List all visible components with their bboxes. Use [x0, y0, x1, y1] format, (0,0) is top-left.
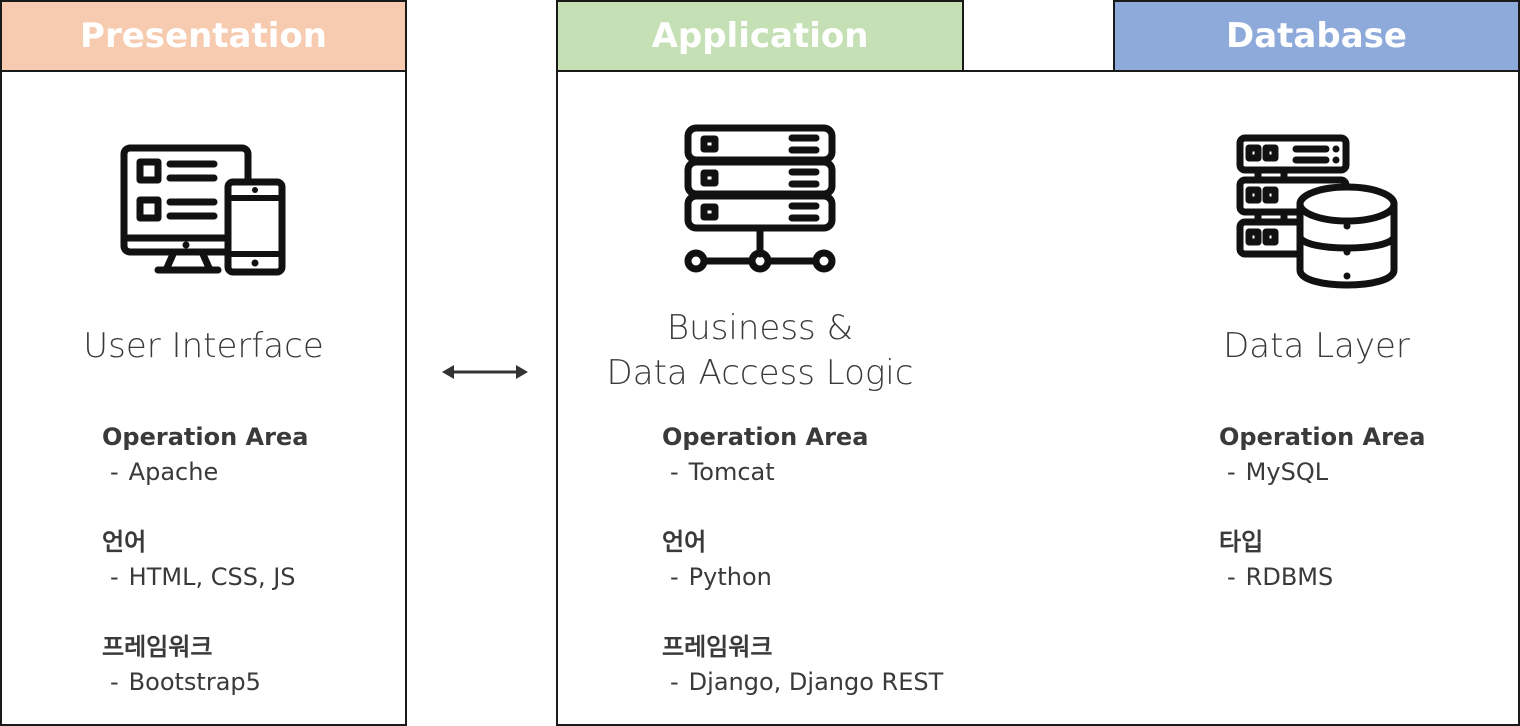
- application-details: 프레임워크 -Django, Django REST: [662, 630, 943, 700]
- presentation-title: User Interface: [83, 326, 324, 366]
- section-label: 언어: [662, 528, 707, 556]
- presentation-header: Presentation: [0, 0, 407, 72]
- presentation-header-label: Presentation: [80, 16, 327, 56]
- double-arrow-icon: [442, 365, 528, 379]
- database-details: Operation Area -MySQL: [1219, 420, 1425, 490]
- application-details: Operation Area -Tomcat: [662, 420, 868, 490]
- section-label: Operation Area: [102, 423, 309, 451]
- section-value: -HTML, CSS, JS: [110, 563, 296, 591]
- section-value: -Django, Django REST: [670, 668, 944, 696]
- section-value: -Bootstrap5: [110, 668, 261, 696]
- section-value: -Apache: [110, 458, 219, 486]
- database-details: 타입 -RDBMS: [1219, 525, 1333, 595]
- section-label: Operation Area: [1219, 423, 1426, 451]
- section-value: -MySQL: [1227, 458, 1329, 486]
- server-database-icon: [1236, 134, 1398, 289]
- section-label: 언어: [102, 528, 147, 556]
- section-value: -Tomcat: [670, 458, 775, 486]
- section-value: -Python: [670, 563, 772, 591]
- section-label: 프레임워크: [662, 633, 773, 661]
- database-header: Database: [1113, 0, 1520, 72]
- application-title-line2: Data Access Logic: [606, 353, 914, 393]
- section-label: 타입: [1219, 528, 1264, 556]
- database-title: Data Layer: [1223, 326, 1410, 366]
- application-header-label: Application: [651, 16, 869, 56]
- application-header: Application: [556, 0, 964, 72]
- application-title: Business & Data Access Logic: [556, 306, 964, 396]
- application-title-line1: Business &: [666, 308, 854, 348]
- database-header-label: Database: [1226, 16, 1407, 56]
- presentation-details: 프레임워크 -Bootstrap5: [102, 630, 261, 700]
- monitor-mobile-icon: [120, 144, 286, 276]
- section-value: -RDBMS: [1227, 563, 1334, 591]
- application-details: 언어 -Python: [662, 525, 772, 595]
- section-label: Operation Area: [662, 423, 869, 451]
- section-label: 프레임워크: [102, 633, 213, 661]
- presentation-details: Operation Area -Apache: [102, 420, 308, 490]
- server-network-icon: [684, 124, 836, 273]
- presentation-details: 언어 -HTML, CSS, JS: [102, 525, 296, 595]
